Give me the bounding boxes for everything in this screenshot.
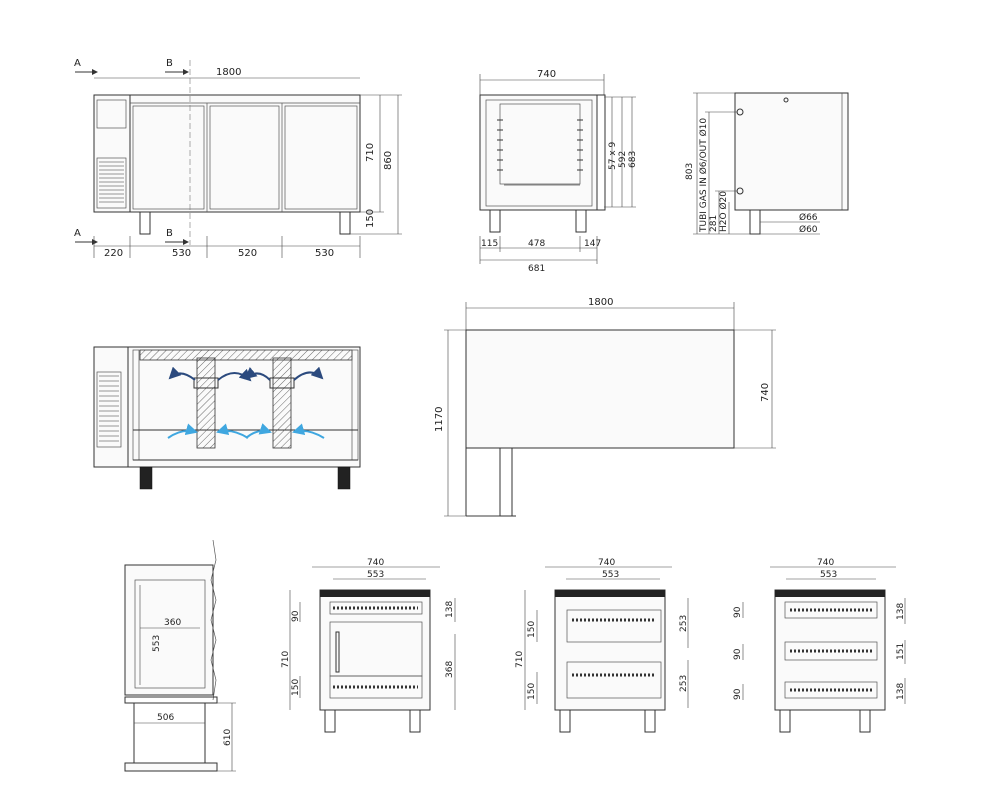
side-width-740: 740 <box>537 69 556 80</box>
drawer-depth-553: 553 <box>152 635 162 652</box>
config3-left-3: 90 <box>733 688 743 700</box>
config1-right-mid: 368 <box>445 661 455 678</box>
front-leg-150: 150 <box>365 209 376 228</box>
front-grille <box>99 161 124 203</box>
front-height-710: 710 <box>365 143 376 162</box>
front-dim-530b: 530 <box>315 248 334 259</box>
front-dim-220: 220 <box>104 248 123 259</box>
side-dim-115: 115 <box>481 239 498 249</box>
config3-right-3: 138 <box>896 683 906 700</box>
config3-width: 740 <box>817 558 834 568</box>
back-d66: Ø66 <box>799 212 818 223</box>
side-dim-681: 681 <box>528 264 545 274</box>
section-b-top: B <box>166 58 173 69</box>
section-a-top: A <box>74 58 81 69</box>
back-h2o: H2O Ø20 <box>718 191 729 232</box>
section-a-bottom: A <box>74 228 81 239</box>
config1-height: 710 <box>281 651 291 668</box>
front-height-860: 860 <box>383 151 394 170</box>
plan-view: 1800 1170 740 <box>434 297 776 517</box>
back-view: 803 TUBI GAS IN Ø6/OUT Ø10 281 H2O Ø20 Ø… <box>685 92 849 235</box>
evaporator-left <box>196 357 216 449</box>
side-shelf-slots <box>497 119 583 171</box>
drawer-bottom-506: 506 <box>157 713 174 723</box>
side-dim-478: 478 <box>528 239 545 249</box>
front-view: A B A B 1800 <box>74 58 402 259</box>
side-dim-147: 147 <box>584 239 601 249</box>
config1-inner: 553 <box>367 570 384 580</box>
config2-left-bottom: 150 <box>527 683 537 700</box>
config2-right-bottom: 253 <box>679 675 689 692</box>
back-d60: Ø60 <box>799 224 818 235</box>
config3-right-1: 138 <box>896 603 906 620</box>
front-dim-530a: 530 <box>172 248 191 259</box>
config1-width: 740 <box>367 558 384 568</box>
side-dim-683: 683 <box>628 151 638 168</box>
config-view-2: 740 553 710 150 150 253 253 <box>515 558 689 733</box>
section-b-bottom: B <box>166 228 173 239</box>
config3-left-1: 90 <box>733 606 743 618</box>
side-dim-57x9: 57 x 9 <box>608 142 618 171</box>
plan-depth-740: 740 <box>760 383 771 402</box>
config1-left-top: 90 <box>291 610 301 622</box>
config3-left-2: 90 <box>733 648 743 660</box>
front-width-1800: 1800 <box>216 67 241 78</box>
drawer-width-360: 360 <box>164 618 181 628</box>
front-dim-520: 520 <box>238 248 257 259</box>
config-view-1: 740 553 710 90 150 138 368 <box>281 558 456 733</box>
drawer-open-610: 610 <box>223 729 233 746</box>
config3-inner: 553 <box>820 570 837 580</box>
back-tubi-gas: TUBI GAS IN Ø6/OUT Ø10 <box>698 118 709 233</box>
config2-height: 710 <box>515 651 525 668</box>
back-dim-281: 281 <box>709 215 719 232</box>
config1-right-top: 138 <box>445 601 455 618</box>
back-height-803: 803 <box>685 163 695 180</box>
config2-right-top: 253 <box>679 615 689 632</box>
config2-width: 740 <box>598 558 615 568</box>
config-view-3: 740 553 90 90 90 138 151 138 <box>733 558 906 733</box>
config1-left-bottom: 150 <box>291 679 301 696</box>
airflow-section-view <box>93 346 361 490</box>
config3-right-2: 151 <box>896 643 906 660</box>
config2-left-top: 150 <box>527 621 537 638</box>
side-view: 740 57 x 9 592 68 <box>479 69 638 274</box>
drawer-section-view: 360 553 506 610 <box>124 539 236 772</box>
evaporator-right <box>272 357 292 449</box>
airflow-grille <box>96 371 122 448</box>
side-dim-592: 592 <box>618 151 628 168</box>
plan-depth-1170: 1170 <box>434 407 445 432</box>
config2-inner: 553 <box>602 570 619 580</box>
plan-width-1800: 1800 <box>588 297 613 308</box>
